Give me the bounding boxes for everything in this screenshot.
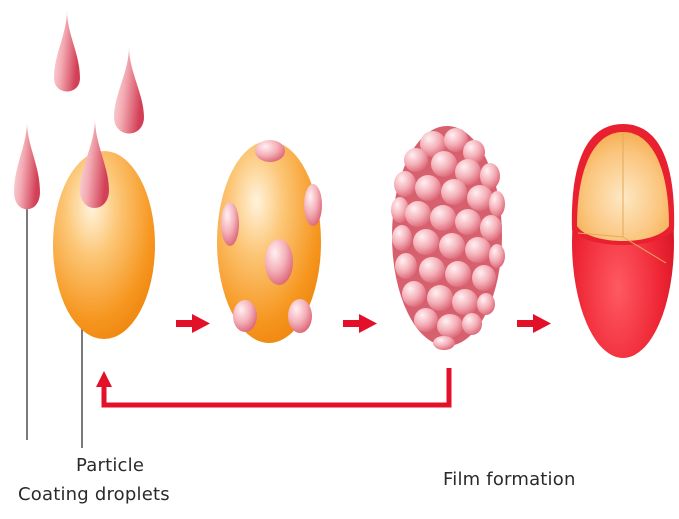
- coating-droplet-icon: [14, 122, 40, 209]
- particle-label: Particle: [76, 455, 144, 476]
- coating-droplet-icon: [114, 47, 144, 134]
- coating-droplet-icon: [54, 10, 80, 92]
- film-formation-label: Film formation: [443, 469, 576, 490]
- process-arrow-icon: [517, 314, 551, 333]
- process-arrow-icon: [343, 314, 377, 333]
- process-arrow-icon: [176, 314, 210, 333]
- coated-particle-cutaway: [572, 124, 674, 358]
- particle-with-droplets: [217, 140, 322, 343]
- coating-droplets-label: Coating droplets: [18, 484, 170, 505]
- return-loop-arrow-icon: [96, 368, 449, 405]
- droplet-covered-particle: [391, 126, 505, 350]
